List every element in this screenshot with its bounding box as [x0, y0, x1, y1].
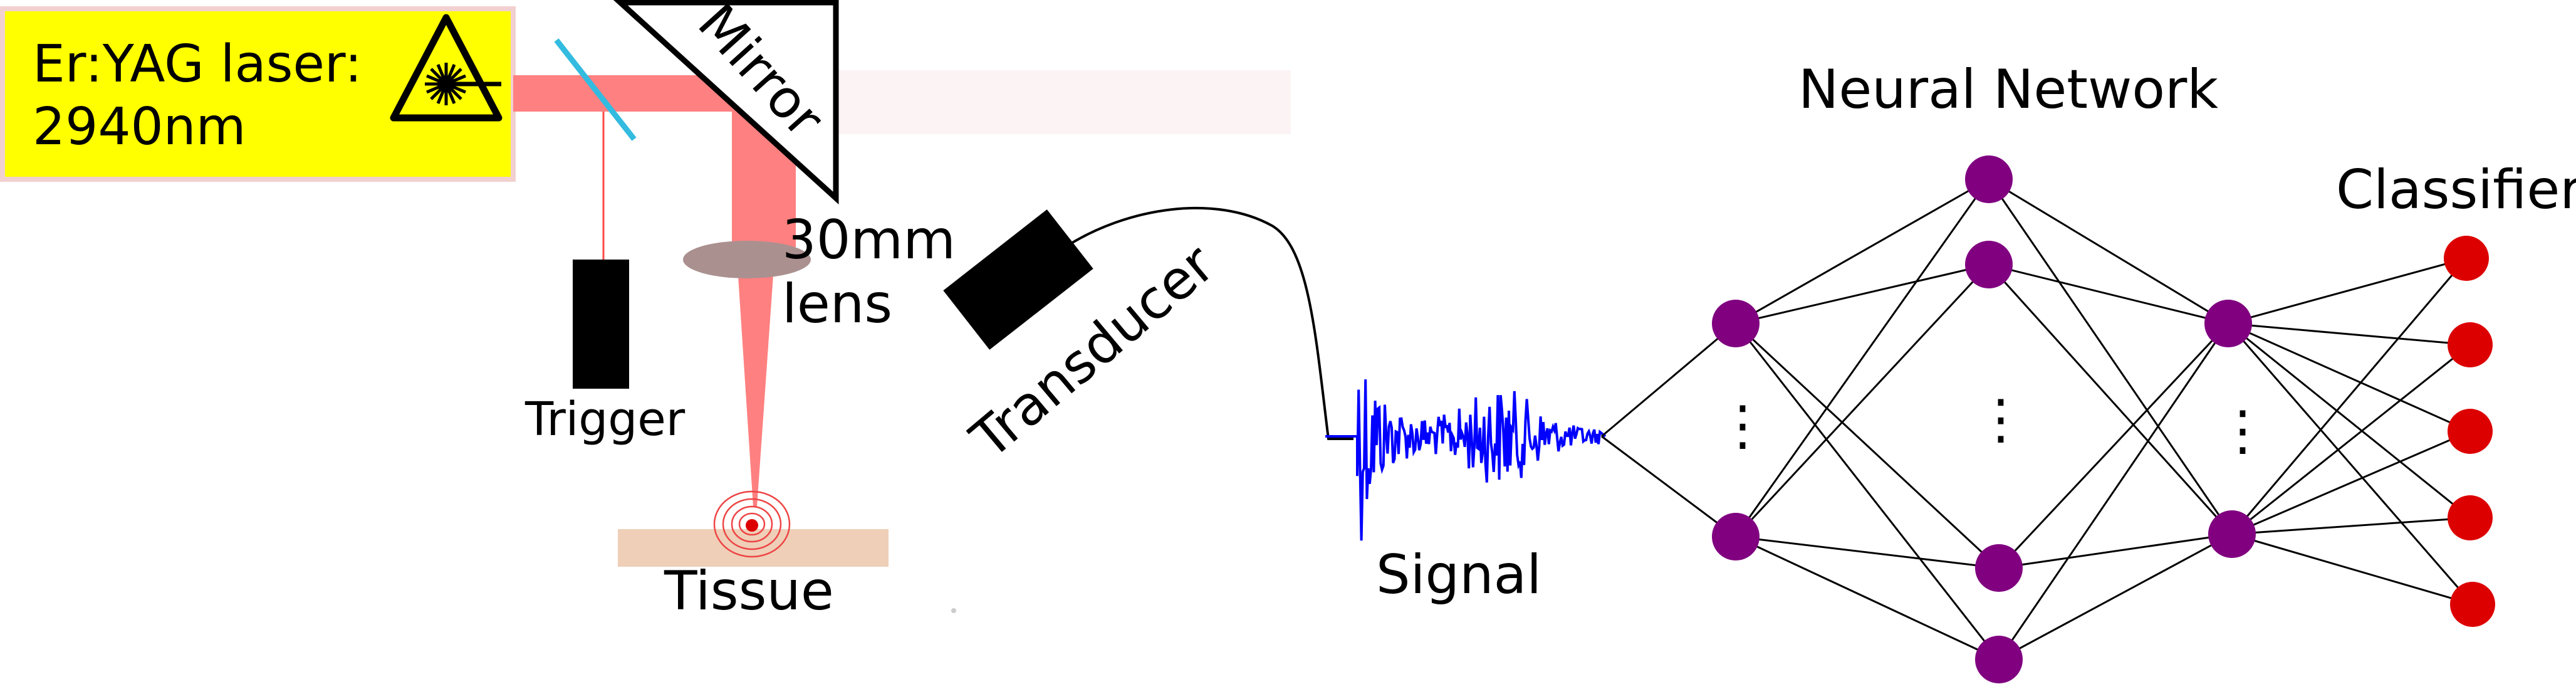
output-to-classifier-edge [2231, 517, 2471, 535]
classifier-node-2 [2448, 322, 2493, 367]
hidden-to-output-edge [1988, 263, 2229, 325]
trigger-label: Trigger [524, 392, 686, 446]
lens [683, 241, 811, 278]
beam-fade [796, 70, 1291, 134]
output-node-bottom [2208, 510, 2256, 558]
classifier-title: Classifier [2336, 159, 2576, 221]
neural-network [1712, 155, 2256, 683]
input-to-hidden-edge [1734, 179, 1990, 537]
laser-focal-spot [746, 519, 758, 532]
transducer-cable [1064, 206, 1353, 440]
classifier-node-1 [2444, 236, 2489, 281]
output-to-classifier-edge [2228, 322, 2471, 519]
acoustic-wave-rings [713, 490, 791, 558]
mirror [613, 0, 839, 205]
laser-label-line1: Er:YAG laser: [33, 34, 362, 94]
output-to-classifier-edge [2231, 533, 2473, 606]
classifier-node-5 [2450, 582, 2495, 627]
hidden-to-output-edge [1988, 179, 2233, 535]
hidden-node-1 [1965, 155, 2013, 203]
hidden-layer-ellipsis: ⋮ [1974, 388, 2028, 451]
lens-label-line1: 30mm [782, 209, 956, 271]
output-node-top [2204, 300, 2252, 347]
hidden-node-3 [1975, 544, 2023, 592]
beam-splitter [554, 38, 637, 141]
hidden-node-2 [1965, 241, 2013, 288]
input-to-hidden-edge [1735, 263, 1989, 325]
hidden-to-output-edge [1998, 533, 2233, 661]
output-to-classifier-edge [2231, 258, 2468, 535]
transducer [943, 209, 1093, 350]
signal-to-input-edge [1601, 435, 1736, 538]
input-to-hidden-edge [1735, 535, 2000, 661]
output-to-classifier-edge [2228, 322, 2471, 433]
stray-dot [951, 608, 956, 613]
hidden-to-output-edge [1998, 533, 2233, 569]
laser-label-line2: 2940nm [33, 97, 246, 157]
input-node-top [1712, 300, 1760, 347]
input-to-hidden-edge [1735, 535, 2000, 569]
hidden-to-output-edge [1998, 323, 2229, 660]
input-to-hidden-edge [1734, 263, 1990, 538]
signal-to-input-edge [1601, 322, 1736, 438]
trigger-detector [573, 260, 629, 389]
lens-label-line2: lens [782, 273, 892, 335]
signal-label: Signal [1376, 544, 1541, 606]
hidden-node-4 [1975, 636, 2023, 683]
tissue-label: Tissue [664, 560, 834, 623]
classifier [2444, 236, 2495, 627]
signal-waveform [1325, 379, 1607, 541]
input-to-hidden-edge [1735, 178, 1989, 325]
network-connections [1601, 178, 2474, 661]
output-to-classifier-edge [2228, 257, 2467, 325]
input-to-hidden-edge [1734, 323, 2000, 660]
output-to-classifier-edge [2227, 323, 2474, 605]
input-to-hidden-edge [1734, 322, 2000, 569]
hidden-to-output-edge [1988, 263, 2233, 535]
classifier-node-4 [2448, 495, 2493, 540]
output-to-classifier-edge [2231, 430, 2471, 535]
output-to-classifier-edge [2231, 344, 2471, 535]
input-node-bottom [1712, 513, 1760, 560]
laser-beam-focused [737, 257, 774, 507]
neural-network-title: Neural Network [1798, 58, 2218, 121]
output-to-classifier-edge [2228, 322, 2471, 346]
hidden-to-output-edge [1998, 322, 2229, 569]
input-layer-ellipsis: ⋮ [1716, 394, 1770, 457]
laser-warning-icon [390, 14, 503, 122]
classifier-node-3 [2448, 409, 2493, 454]
hidden-to-output-edge [1988, 178, 2229, 325]
output-layer-ellipsis: ⋮ [2216, 399, 2270, 462]
